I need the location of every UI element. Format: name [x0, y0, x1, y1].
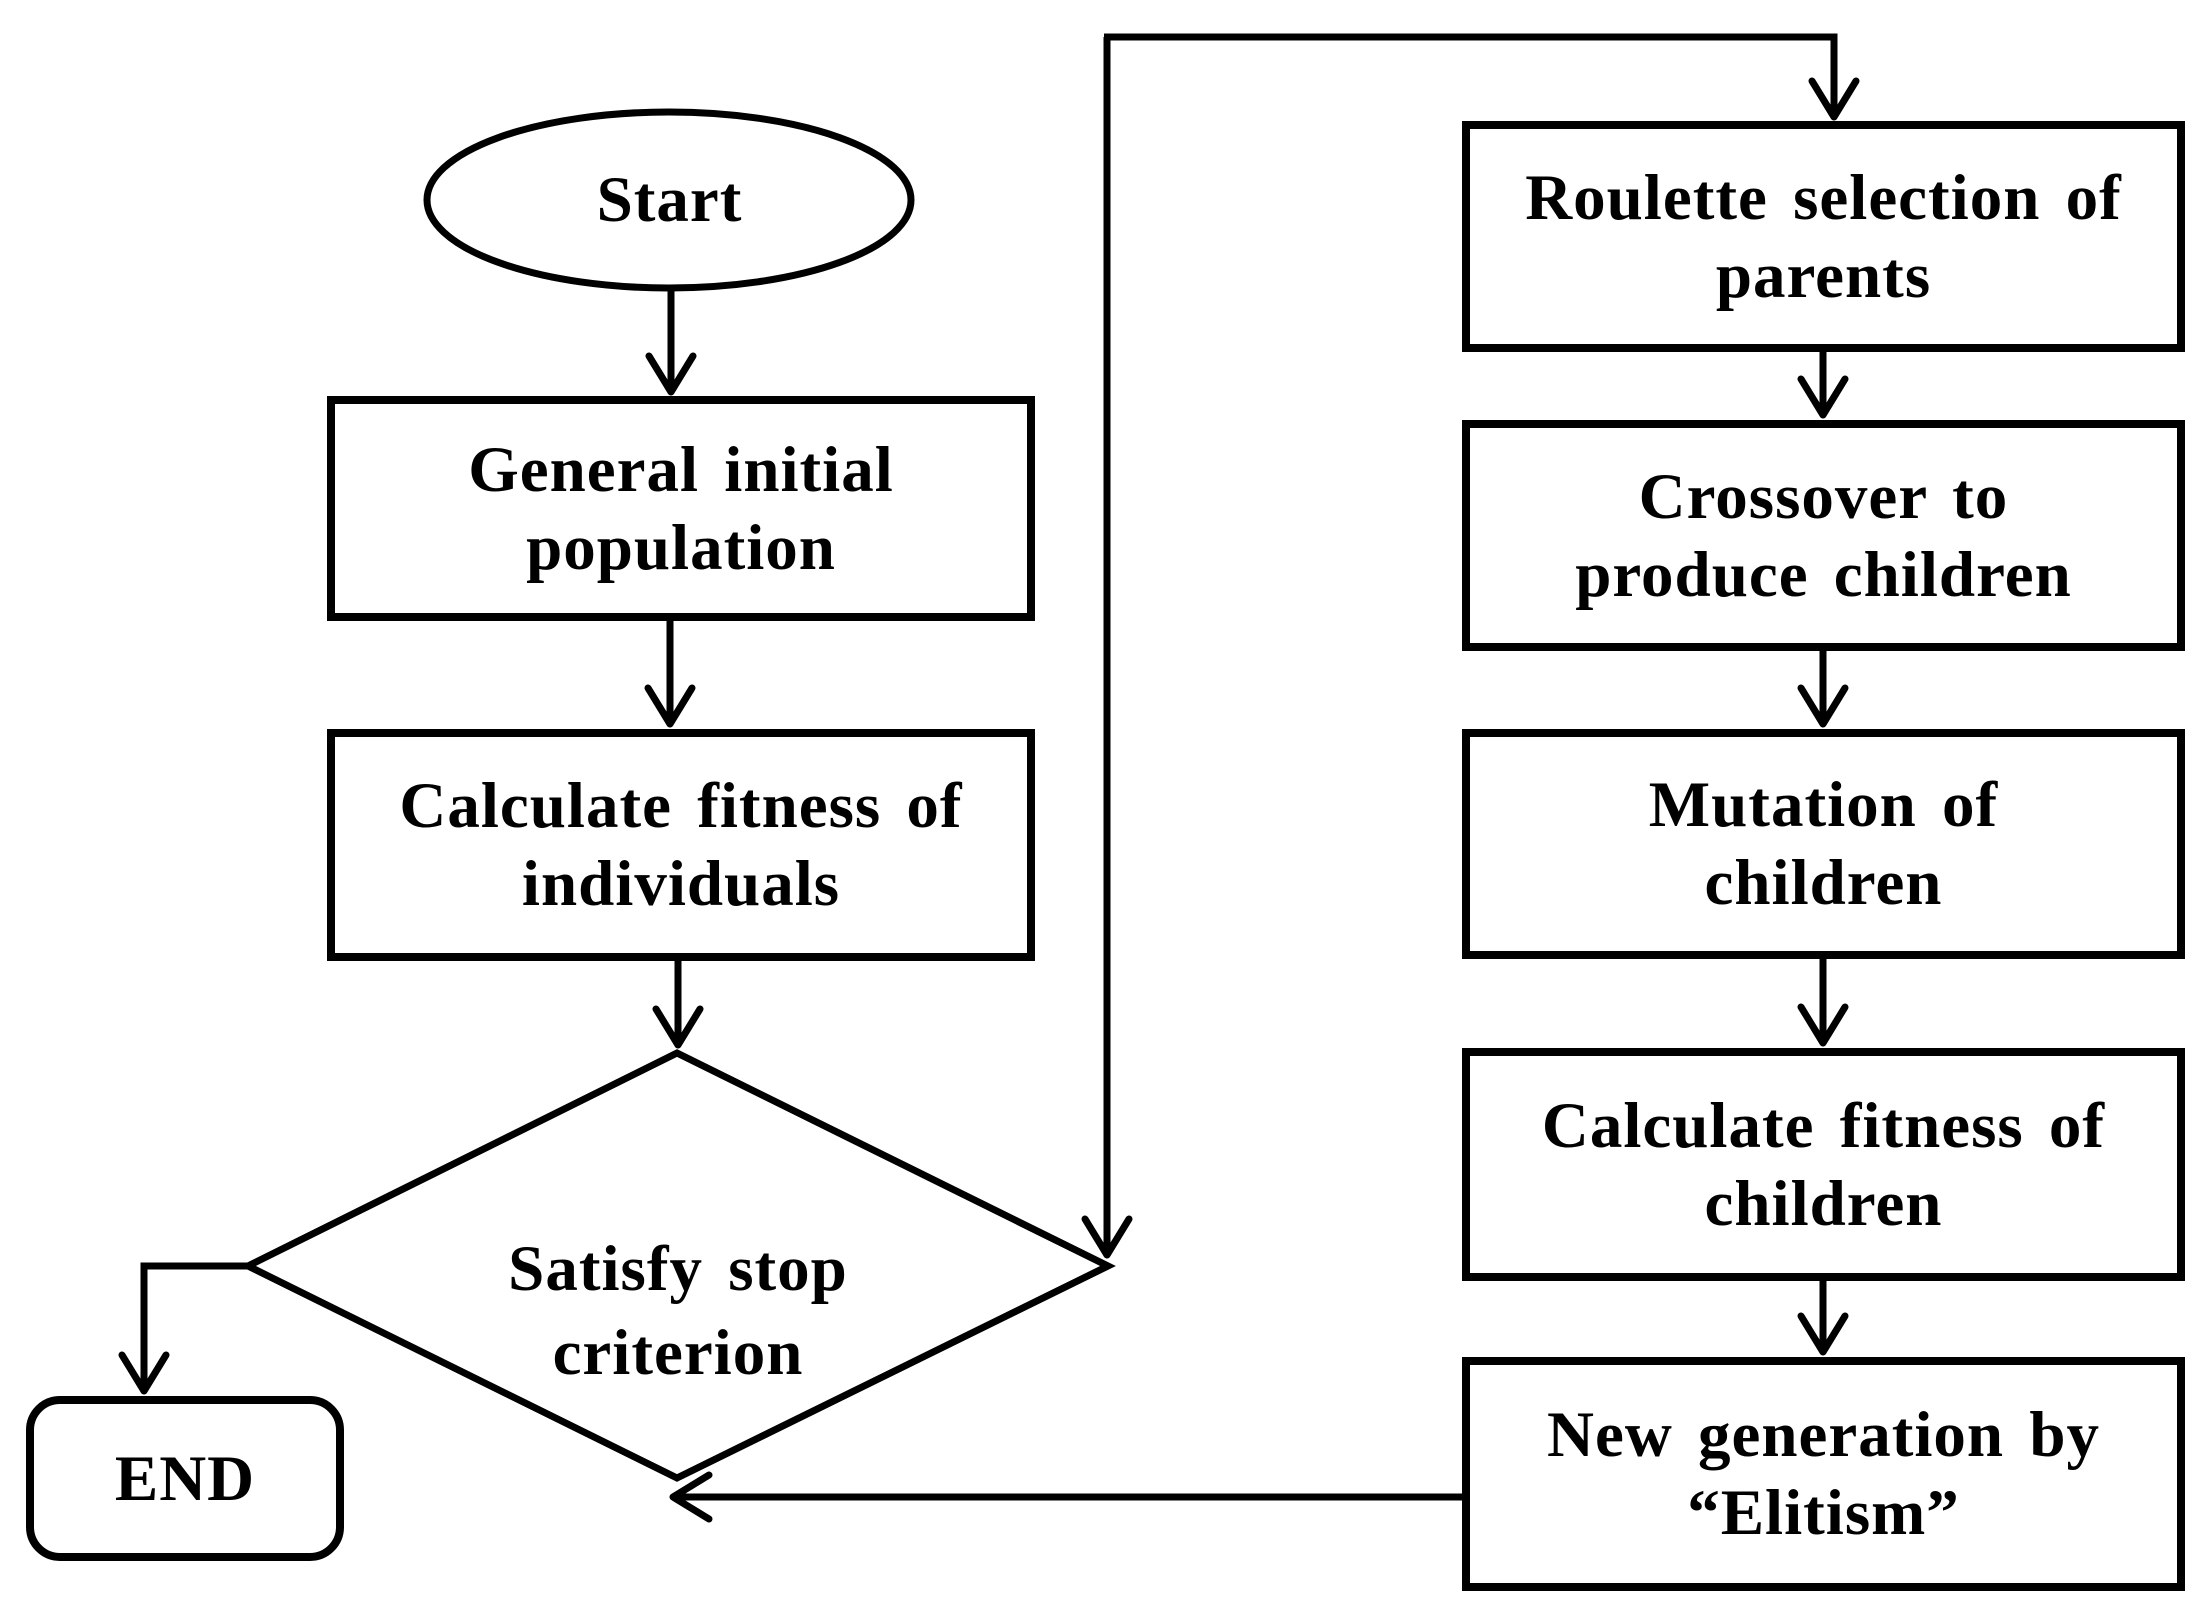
process-box-mutation [1462, 729, 2185, 959]
start-label: Start [427, 112, 912, 288]
crossover-label: Crossover to produce children [1575, 460, 2072, 611]
new-generation-elitism-label: New generation by “Elitism” [1547, 1399, 2100, 1549]
process-box-calculate-fitness-children [1462, 1048, 2185, 1281]
process-box-crossover [1462, 420, 2185, 651]
satisfy-stop-criterion-label: Satisfy stop criterion [508, 1232, 848, 1389]
roulette-selection-label: Roulette selection of parents [1525, 161, 2122, 312]
end-terminator-shape [26, 1396, 344, 1561]
end-label-text: END [114, 1442, 256, 1515]
general-initial-population-label: General initial population [468, 433, 894, 584]
end-label: END [30, 1400, 340, 1557]
mutation-label: Mutation of children [1648, 769, 1999, 919]
process-box-general-initial-population [327, 396, 1035, 621]
decision-diamond-satisfy-stop-criterion [240, 1049, 1116, 1482]
edge-loop-top-to-roulette [1104, 33, 1860, 121]
edge-decision-to-end [118, 1262, 250, 1395]
calculate-fitness-children-label: Calculate fitness of children [1541, 1089, 2106, 1240]
process-box-roulette-selection [1462, 121, 2185, 352]
calculate-fitness-individuals-label: Calculate fitness of individuals [399, 770, 963, 920]
start-terminator-shape [423, 108, 915, 292]
start-label-text: Start [596, 164, 743, 236]
process-box-new-generation-elitism [1462, 1357, 2185, 1591]
process-box-calculate-fitness-individuals [327, 729, 1035, 961]
